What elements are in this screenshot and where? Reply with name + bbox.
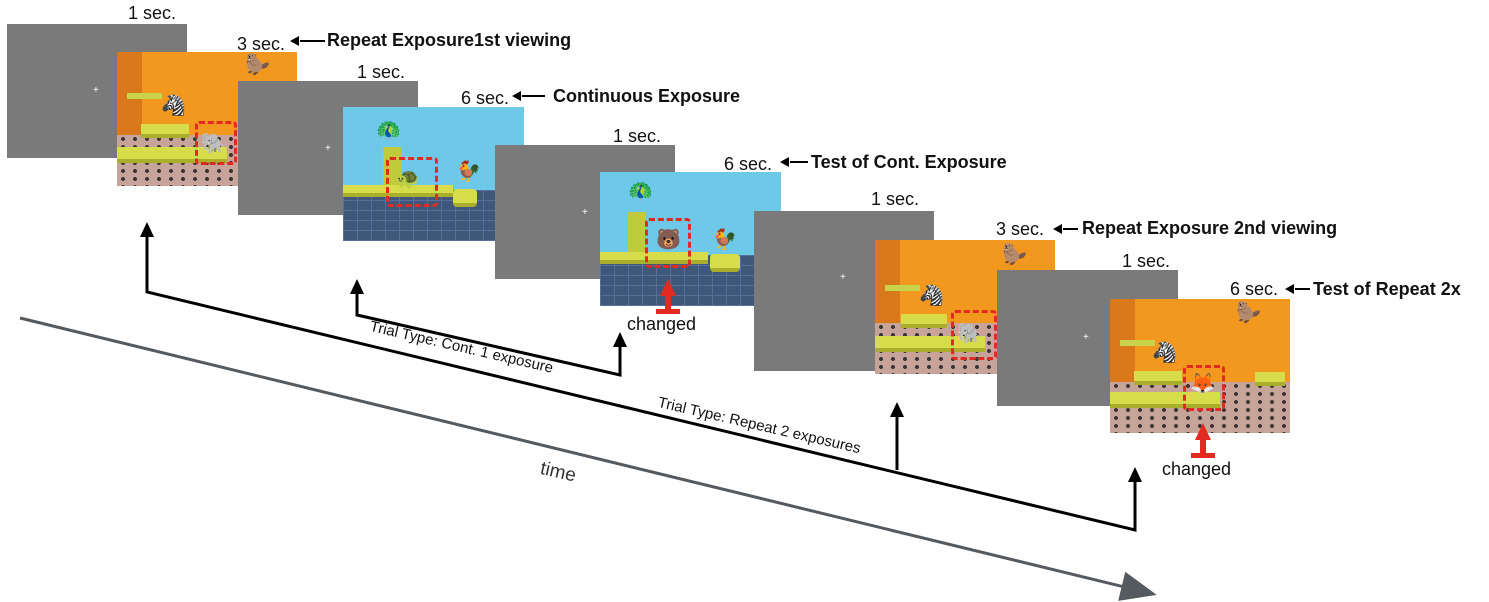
change-highlight-box [951,310,997,360]
fixation-cross: + [840,272,846,283]
changed-label-2: changed [1162,459,1232,479]
duration-label-3: 1 sec. [357,62,406,82]
duration-label-7: 1 sec. [871,189,920,209]
beaver-icon: 🦫 [1236,302,1261,324]
change-highlight-box [645,218,691,268]
rooster-icon: 🐓 [712,229,737,251]
duration-label-2: 3 sec. [237,34,286,54]
scene-continuous-exposure: 🦚 🐓 🐢 [343,107,524,241]
cont-trial-bracket [355,292,622,377]
phase-label-continuous: Continuous Exposure [553,86,741,106]
changed-label-1: changed [627,314,697,334]
fixation-cross: + [325,143,331,154]
phase-label-test-repeat: Test of Repeat 2x [1313,279,1461,299]
turtle-icon: 🐢 [395,168,420,190]
rooster-icon: 🐓 [456,161,481,183]
phase-label-repeat-2: Repeat Exposure 2nd viewing [1082,218,1338,238]
bear-icon: 🐻 [656,229,681,251]
beaver-icon: 🦫 [245,54,270,76]
fixation-cross: + [582,207,588,218]
duration-label-10: 6 sec. [1230,279,1279,299]
change-highlight-box [386,157,438,207]
fox-icon: 🦊 [1190,373,1215,395]
fixation-cross: + [1083,332,1089,343]
change-highlight-box [1183,365,1225,411]
elephant-icon: 🐘 [201,133,226,155]
elephant-icon: 🐘 [957,323,982,345]
peacock-icon: 🦚 [376,120,401,142]
scene-test-continuous: 🦚 🐓 🐻 [600,172,781,306]
zebra-icon: 🦓 [919,285,944,307]
duration-label-8: 3 sec. [996,219,1045,239]
duration-label-6: 6 sec. [724,154,773,174]
phase-label-test-continuous: Test of Cont. Exposure [811,152,1007,172]
zebra-icon: 🦓 [161,95,186,117]
change-highlight-box [195,121,237,165]
duration-label-4: 6 sec. [461,88,510,108]
time-axis [19,316,1157,601]
peacock-icon: 🦚 [628,181,653,203]
zebra-icon: 🦓 [1152,342,1177,364]
duration-label-9: 1 sec. [1122,251,1171,271]
fixation-cross: + [93,85,99,96]
duration-label-1: 1 sec. [128,3,177,23]
phase-label-repeat-1: Repeat Exposure1st viewing [327,30,572,50]
duration-label-5: 1 sec. [613,126,662,146]
scene-test-repeat: 🦓 🦫 🦊 [1110,299,1290,433]
beaver-icon: 🦫 [1002,244,1027,266]
repeat-trial-bracket [145,235,1137,532]
